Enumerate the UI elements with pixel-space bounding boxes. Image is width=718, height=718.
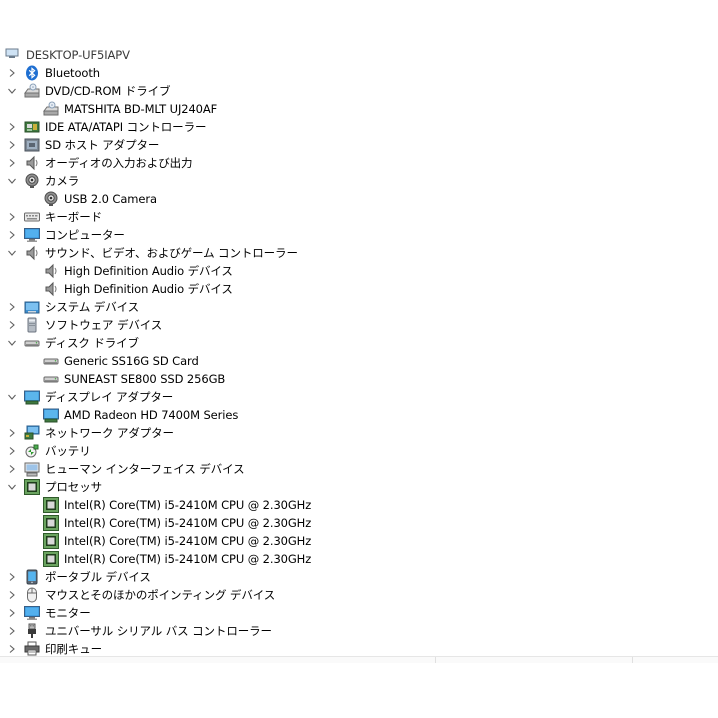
dvd-drive-icon — [43, 101, 59, 117]
tree-item-label: High Definition Audio デバイス — [64, 282, 233, 296]
chevron-down-icon[interactable] — [5, 478, 19, 496]
bluetooth-icon — [24, 65, 40, 81]
monitor-icon — [24, 605, 40, 621]
processor-icon — [43, 551, 59, 567]
camera-icon — [24, 173, 40, 189]
keyboard-icon — [24, 209, 40, 225]
tree-item-label: ソフトウェア デバイス — [45, 318, 163, 332]
tree-item-label: コンピューター — [45, 228, 125, 242]
tree-item-label: Intel(R) Core(TM) i5-2410M CPU @ 2.30GHz — [64, 516, 312, 530]
chevron-right-icon[interactable] — [5, 424, 19, 442]
tree-item-label: ディスプレイ アダプター — [45, 390, 174, 404]
tree-item-label: ディスク ドライブ — [45, 336, 139, 350]
battery-icon — [24, 443, 40, 459]
chevron-down-icon[interactable] — [5, 388, 19, 406]
tree-item-label: バッテリ — [45, 444, 91, 458]
tree-item-label: AMD Radeon HD 7400M Series — [64, 408, 239, 422]
chevron-down-icon[interactable] — [5, 334, 19, 352]
tree-item-label: SUNEAST SE800 SSD 256GB — [64, 372, 226, 386]
computer-icon — [5, 48, 21, 64]
chevron-right-icon[interactable] — [5, 442, 19, 460]
chevron-right-icon[interactable] — [5, 622, 19, 640]
tree-item-label: ヒューマン インターフェイス デバイス — [45, 462, 245, 476]
monitor-icon — [24, 227, 40, 243]
tree-item-label: USB 2.0 Camera — [64, 192, 157, 206]
disk-drive-icon — [43, 371, 59, 387]
chevron-down-icon[interactable] — [5, 244, 19, 262]
chevron-right-icon[interactable] — [5, 460, 19, 478]
tree-root-label: DESKTOP-UF5IAPV — [26, 48, 130, 62]
chevron-right-icon[interactable] — [5, 226, 19, 244]
mouse-icon — [24, 587, 40, 603]
chevron-down-icon[interactable] — [5, 172, 19, 190]
tree-item-label: 印刷キュー — [45, 642, 102, 656]
chevron-right-icon[interactable] — [5, 298, 19, 316]
chevron-right-icon[interactable] — [5, 316, 19, 334]
tree-item-label: プロセッサ — [45, 480, 102, 494]
speaker-icon — [24, 155, 40, 171]
hid-icon — [24, 461, 40, 477]
chevron-right-icon[interactable] — [5, 604, 19, 622]
tree-item-label: システム デバイス — [45, 300, 140, 314]
tree-item-label: Generic SS16G SD Card — [64, 354, 199, 368]
tree-item-label: Intel(R) Core(TM) i5-2410M CPU @ 2.30GHz — [64, 552, 312, 566]
processor-icon — [43, 533, 59, 549]
disk-drive-icon — [43, 353, 59, 369]
speaker-icon — [43, 263, 59, 279]
tree-item-label: IDE ATA/ATAPI コントローラー — [45, 120, 207, 134]
tree-item-label: Intel(R) Core(TM) i5-2410M CPU @ 2.30GHz — [64, 534, 312, 548]
tree-item-label: サウンド、ビデオ、およびゲーム コントローラー — [45, 246, 298, 260]
chevron-right-icon[interactable] — [5, 154, 19, 172]
horizontal-scrollbar[interactable] — [0, 656, 718, 663]
processor-icon — [24, 479, 40, 495]
chevron-right-icon[interactable] — [5, 64, 19, 82]
tree-item-label: ユニバーサル シリアル バス コントローラー — [45, 624, 272, 638]
camera-icon — [43, 191, 59, 207]
chevron-right-icon[interactable] — [5, 208, 19, 226]
tree-item-label: SD ホスト アダプター — [45, 138, 160, 152]
chevron-right-icon[interactable] — [5, 640, 19, 658]
tree-item-label: モニター — [45, 606, 91, 620]
usb-icon — [24, 623, 40, 639]
tree-item-label: オーディオの入力および出力 — [45, 156, 193, 170]
speaker-icon — [43, 281, 59, 297]
portable-device-icon — [24, 569, 40, 585]
tree-item-label: MATSHITA BD-MLT UJ240AF — [64, 102, 218, 116]
tree-item-label: Intel(R) Core(TM) i5-2410M CPU @ 2.30GHz — [64, 498, 312, 512]
network-adapter-icon — [24, 425, 40, 441]
tree-item-label: Bluetooth — [45, 66, 100, 80]
display-adapter-icon — [24, 389, 40, 405]
tree-item-label: マウスとそのほかのポインティング デバイス — [45, 588, 276, 602]
tree-item-label: ネットワーク アダプター — [45, 426, 174, 440]
tree-item-label: カメラ — [45, 174, 80, 188]
chevron-down-icon[interactable] — [5, 82, 19, 100]
disk-drive-icon — [24, 335, 40, 351]
tree-item-label: キーボード — [45, 210, 102, 224]
tree-item-label: High Definition Audio デバイス — [64, 264, 233, 278]
software-device-icon — [24, 317, 40, 333]
chevron-right-icon[interactable] — [5, 136, 19, 154]
system-folder-icon — [24, 299, 40, 315]
chevron-right-icon[interactable] — [5, 586, 19, 604]
speaker-icon — [24, 245, 40, 261]
printer-icon — [24, 641, 40, 657]
display-adapter-icon — [43, 407, 59, 423]
processor-icon — [43, 515, 59, 531]
processor-icon — [43, 497, 59, 513]
sd-host-icon — [24, 137, 40, 153]
tree-item-label: DVD/CD-ROM ドライブ — [45, 84, 171, 98]
dvd-drive-icon — [24, 83, 40, 99]
chevron-right-icon[interactable] — [5, 118, 19, 136]
ide-controller-icon — [24, 119, 40, 135]
tree-item-label: ポータブル デバイス — [45, 570, 151, 584]
chevron-right-icon[interactable] — [5, 568, 19, 586]
